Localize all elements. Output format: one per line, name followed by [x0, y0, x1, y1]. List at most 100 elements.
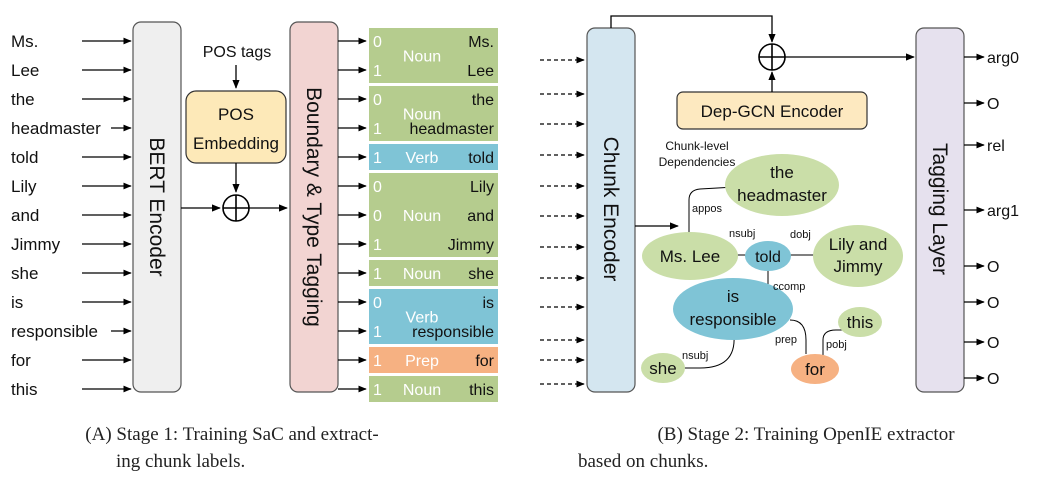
token-label: Lily — [11, 177, 37, 196]
token-label: responsible — [11, 322, 98, 341]
output-tag-label: O — [987, 371, 999, 388]
tagging-layer-label: Tagging Layer — [928, 143, 951, 275]
chunk-word-label: responsible — [412, 324, 494, 341]
boundary-tag-label: 1 — [373, 324, 382, 341]
dependency-edges — [678, 186, 842, 369]
graph-node-told: told — [745, 241, 791, 271]
edge-nsubj-she — [678, 335, 735, 369]
stage1-token-list: Ms.LeetheheadmastertoldLilyandJimmysheis… — [11, 32, 101, 399]
chunk-block-bg — [369, 376, 498, 402]
token-label: Lee — [11, 61, 39, 80]
chunk-block-bg — [369, 144, 498, 170]
output-tag-label: arg1 — [987, 203, 1019, 220]
token-label: for — [11, 351, 31, 370]
chunk-type-label: Verb — [406, 150, 439, 167]
boundary-tag-label: 1 — [373, 353, 382, 370]
token-label: told — [11, 148, 38, 167]
chunk-word-label: Ms. — [468, 34, 494, 51]
edge-appos — [688, 186, 736, 234]
chunk-word-label: for — [475, 353, 494, 370]
pos-embedding-label-line1: POS — [218, 105, 254, 124]
boundary-tag-label: 1 — [373, 237, 382, 254]
chunk-type-label: Noun — [403, 208, 441, 225]
graph-node-ms-lee: Ms. Lee — [642, 232, 738, 280]
chunk-word-label: Lee — [467, 63, 494, 80]
chunk-word-label: is — [482, 295, 494, 312]
boundary-tag-label: 0 — [373, 208, 382, 225]
boundary-tag-label: 0 — [373, 179, 382, 196]
token-label: headmaster — [11, 119, 101, 138]
output-tag-label: rel — [987, 138, 1005, 155]
chunk-word-label: told — [468, 150, 494, 167]
chunk-type-label: Noun — [403, 49, 441, 66]
chunk-word-label: headmaster — [410, 121, 495, 138]
circle-plus-icon — [758, 43, 786, 71]
output-tag-label: arg0 — [987, 50, 1019, 67]
circle-plus-icon — [222, 194, 250, 222]
chunk-word-label: she — [468, 266, 494, 283]
graph-node-the-headmaster: the headmaster — [725, 154, 839, 216]
chunk-block-bg — [369, 173, 498, 257]
svg-text:this: this — [847, 313, 873, 332]
svg-text:Lily and: Lily and — [829, 235, 888, 254]
svg-text:is: is — [727, 287, 739, 306]
token-label: the — [11, 90, 35, 109]
svg-text:for: for — [805, 360, 825, 379]
stage2-panel: Chunk Encoder Dep-GCN Encoder Chunk-leve… — [540, 15, 1019, 472]
token-label: and — [11, 206, 39, 225]
boundary-tag-label: 1 — [373, 121, 382, 138]
dep-gcn-encoder-label: Dep-GCN Encoder — [701, 102, 844, 121]
output-tag-label: O — [987, 295, 999, 312]
edge-label-nsubj-she: nsubj — [682, 350, 708, 362]
chunk-word-label: Lily — [470, 179, 494, 196]
boundary-tag-label: 0 — [373, 92, 382, 109]
graph-node-she: she — [641, 353, 685, 383]
chunk-block-verb: Verb 1 told — [369, 144, 498, 170]
pos-tags-label: POS tags — [203, 44, 271, 61]
chunk-type-label: Noun — [403, 382, 441, 399]
token-label: she — [11, 264, 38, 283]
edge-label-ccomp: ccomp — [773, 281, 805, 293]
edge-label-pobj: pobj — [826, 339, 847, 351]
boundary-type-tagging-label: Boundary & Type Tagging — [302, 87, 325, 327]
chunk-type-label: Prep — [405, 353, 439, 370]
edge-label-nsubj: nsubj — [729, 228, 755, 240]
token-label: this — [11, 380, 37, 399]
graph-node-for: for — [791, 354, 839, 384]
chunk-word-label: Jimmy — [448, 237, 494, 254]
output-tag-label: O — [987, 335, 999, 352]
output-tag-label: O — [987, 259, 999, 276]
bert-encoder-box — [132, 21, 182, 393]
edge-label-dobj: dobj — [790, 229, 811, 241]
svg-text:the: the — [770, 163, 794, 182]
edge-label-prep: prep — [775, 334, 797, 346]
boundary-tag-label: 0 — [373, 34, 382, 51]
pos-embedding-label-line2: Embedding — [193, 134, 279, 153]
stage2-input-arrows — [540, 56, 585, 388]
output-tag-label: O — [987, 96, 999, 113]
boundary-tag-label: 1 — [373, 150, 382, 167]
chunk-block-bg — [369, 289, 498, 344]
chunk-block-bg — [369, 28, 498, 83]
chunk-word-label: this — [469, 382, 494, 399]
boundary-tag-label: 1 — [373, 266, 382, 283]
edge-prep — [789, 319, 807, 354]
token-label: is — [11, 293, 23, 312]
graph-node-lily-and-jimmy: Lily and Jimmy — [813, 225, 903, 287]
chunk-word-label: the — [472, 92, 494, 109]
stage1-caption-line2: ing chunk labels. — [116, 451, 245, 472]
svg-text:she: she — [649, 359, 676, 378]
stage1-output-arrows — [338, 37, 367, 393]
svg-text:Jimmy: Jimmy — [833, 257, 883, 276]
stage2-caption-line2: based on chunks. — [578, 451, 708, 472]
stage1-caption-line1: (A) Stage 1: Training SaC and extract- — [85, 424, 378, 445]
boundary-tag-label: 0 — [373, 295, 382, 312]
graph-node-this: this — [838, 307, 882, 337]
